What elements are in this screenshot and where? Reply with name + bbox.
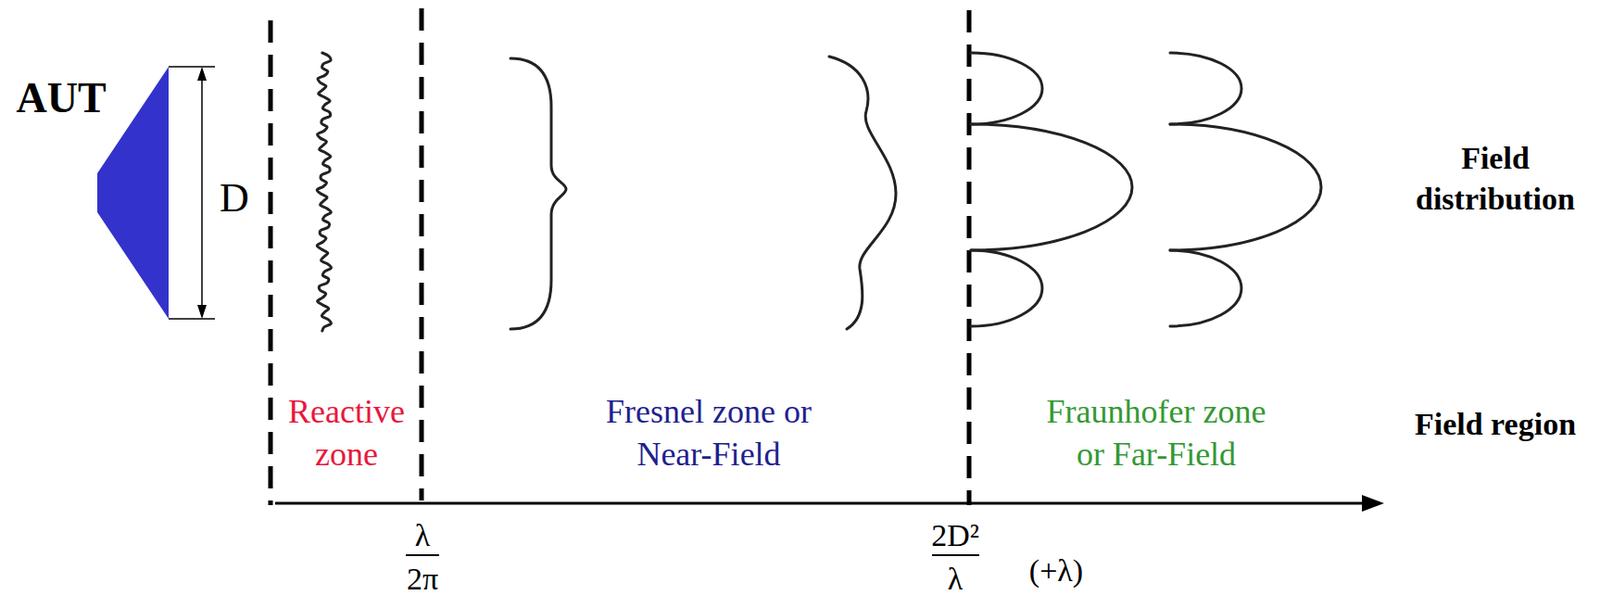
distance-denominator: 2π	[406, 560, 439, 597]
arrow-head	[197, 66, 207, 81]
row-heading: Field distribution	[1402, 138, 1588, 220]
zone-label: Reactive zone	[276, 390, 417, 476]
main-lobe	[970, 124, 1133, 251]
dimension-arrow	[168, 66, 215, 319]
main-lobe	[1170, 124, 1322, 251]
distance-axis	[275, 502, 1366, 505]
axis-arrow-head	[1361, 494, 1385, 512]
arrow-head	[197, 304, 207, 319]
horn-antenna	[97, 66, 169, 319]
distance-offset: (+λ)	[1029, 552, 1084, 589]
fraction-bar	[405, 554, 980, 556]
row-heading: Field region	[1414, 405, 1576, 442]
zone-label: Fresnel zone or Near-Field	[592, 390, 825, 476]
reactive-field-trace	[316, 52, 331, 331]
side-lobe	[1170, 52, 1242, 125]
fresnel-field-trace	[510, 58, 567, 329]
antenna-name: AUT	[15, 73, 106, 123]
side-lobe	[970, 250, 1043, 327]
region-boundary	[270, 8, 970, 505]
fresnel-field-trace	[829, 56, 896, 329]
zone-label: Fraunhofer zone or Far-Field	[1034, 390, 1278, 476]
distance-numerator: λ	[415, 516, 431, 554]
field-curves	[316, 52, 1322, 331]
side-lobe	[970, 52, 1043, 125]
distance-denominator: λ	[947, 560, 964, 597]
dimension-label: D	[219, 174, 250, 222]
side-lobe	[1170, 250, 1242, 327]
distance-numerator: 2D²	[931, 516, 980, 554]
